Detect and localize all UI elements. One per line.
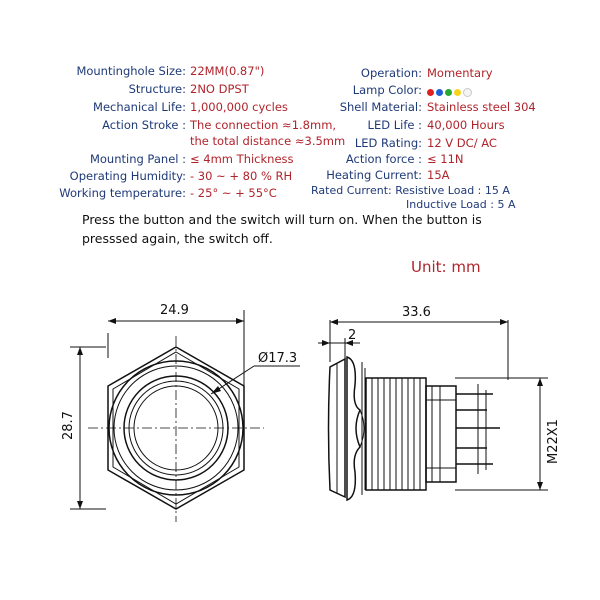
spec-value-heating-current: 15A <box>427 168 450 182</box>
spec-label-working-temperature: Working temperature: <box>59 186 186 200</box>
spec-label-lamp-color: Lamp Color: <box>352 83 422 97</box>
dim-side-length: 33.6 <box>402 305 431 320</box>
lamp-color-dot-1 <box>436 88 443 96</box>
spec-label-mounting-panel: Mounting Panel : <box>89 152 186 166</box>
spec-label-shell-material: Shell Material: <box>339 100 422 114</box>
dim-ring-diameter: Ø17.3 <box>258 351 297 366</box>
spec-value-mechanical-life: 1,000,000 cycles <box>190 100 288 114</box>
spec-label-led-life: LED Life : <box>367 118 422 132</box>
spec-value-action-force: ≤ 11N <box>427 152 464 166</box>
dim-side-head: 2 <box>348 328 356 343</box>
spec-label-structure: Structure: <box>128 82 186 96</box>
operation-note-line-1: Press the button and the switch will tur… <box>82 212 482 227</box>
spec-label-humidity: Operating Humidity: <box>69 169 186 183</box>
lamp-color-dot-2 <box>445 88 452 96</box>
side-view-switch-body <box>327 355 500 502</box>
spec-value-led-rating: 12 V DC/ AC <box>427 136 497 150</box>
spec-label-action-force: Action force : <box>345 152 422 166</box>
lamp-color-dot-4 <box>463 87 472 97</box>
spec-label-action-stroke: Action Stroke : <box>102 118 186 132</box>
dim-thread: M22X1 <box>546 419 561 464</box>
operation-note-line-2: presssed again, the switch off. <box>82 231 273 246</box>
operation-note: Press the button and the switch will tur… <box>82 210 502 248</box>
spec-value-mounting-hole: 22MM(0.87") <box>190 64 265 78</box>
spec-label-heating-current: Heating Current: <box>326 168 422 182</box>
spec-rated-current-resistive: Rated Current: Resistive Load : 15 A <box>311 184 510 197</box>
spec-label-operation: Operation: <box>360 66 422 80</box>
spec-value-operation: Momentary <box>427 66 493 80</box>
spec-value-structure: 2NO DPST <box>190 82 249 96</box>
spec-label-mounting-hole: Mountinghole Size: <box>76 64 186 78</box>
lamp-color-dot-3 <box>454 88 461 96</box>
spec-value-working-temperature: - 25° ~ + 55°C <box>190 186 277 200</box>
spec-rated-current-inductive: Inductive Load : 5 A <box>406 198 516 211</box>
spec-value-mounting-panel: ≤ 4mm Thickness <box>190 152 294 166</box>
unit-label: Unit: mm <box>411 258 481 276</box>
dim-front-width: 24.9 <box>160 303 189 318</box>
lamp-color-dot-0 <box>427 88 434 96</box>
lamp-color-swatches <box>427 84 474 99</box>
spec-value-led-life: 40,000 Hours <box>427 118 505 132</box>
spec-value-shell-material: Stainless steel 304 <box>427 100 536 114</box>
spec-value-action-stroke-2: the total distance ≈3.5mm <box>190 134 346 148</box>
spec-value-action-stroke-1: The connection ≈1.8mm, <box>190 118 337 132</box>
spec-label-mechanical-life: Mechanical Life: <box>93 100 186 114</box>
dim-front-height: 28.7 <box>61 411 76 440</box>
spec-value-humidity: - 30 ~ + 80 % RH <box>190 169 293 183</box>
spec-label-led-rating: LED Rating: <box>354 136 422 150</box>
